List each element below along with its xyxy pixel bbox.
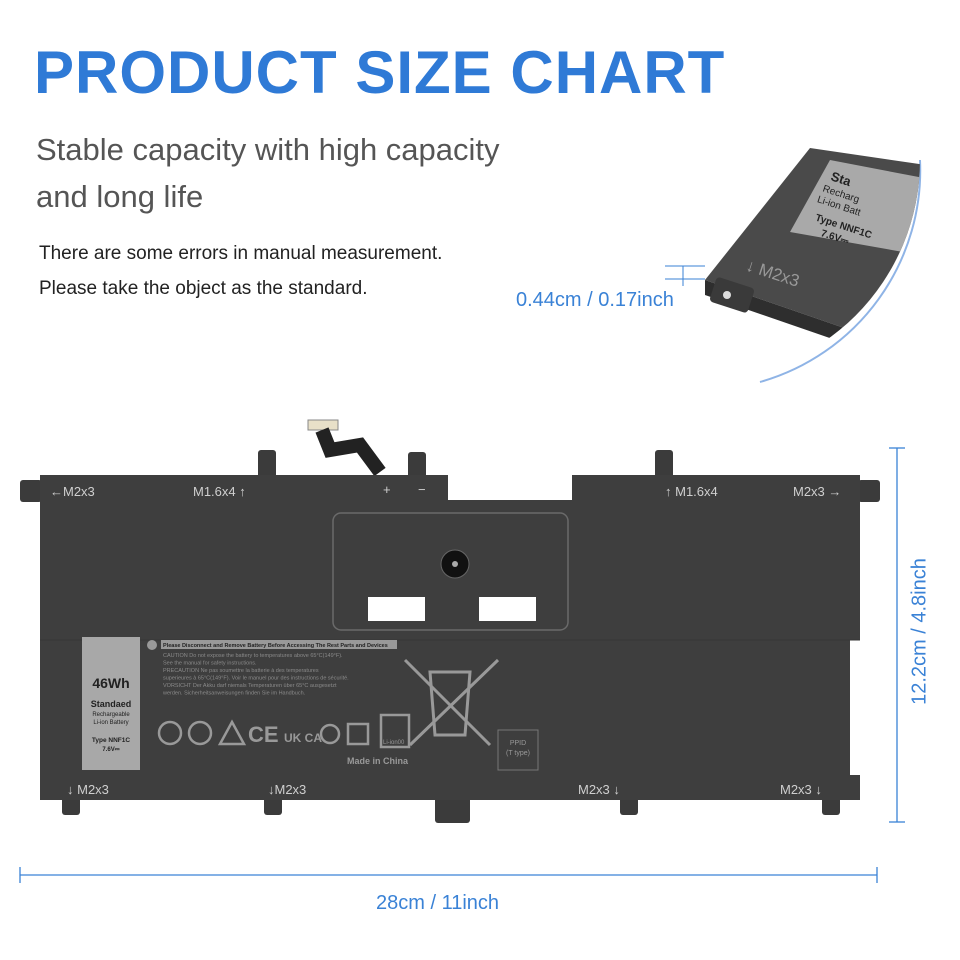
warning-line: See the manual for safety instructions. — [163, 661, 257, 667]
polarity-plus: + — [383, 482, 391, 497]
cable — [315, 427, 386, 477]
page-title: PRODUCT SIZE CHART — [34, 39, 726, 106]
center-panel — [332, 512, 569, 631]
polarity-minus: − — [418, 482, 426, 497]
warning-line: CAUTION Do not expose the battery to tem… — [163, 653, 343, 659]
label-voltage: 7.6V⎓ — [102, 747, 119, 753]
screw-label: M2x3 ↓ — [780, 782, 822, 797]
label-line: Rechargeable — [92, 712, 130, 718]
connector — [307, 419, 339, 431]
label-capacity: 46Wh — [92, 675, 129, 691]
warning-line: PRECAUTION Ne pas soumettre la batterie … — [163, 668, 319, 674]
thickness-inset: Sta Recharg Li-ion Batt Type NNF1C 7.6V⎓… — [665, 148, 922, 383]
mount-tabs — [20, 450, 880, 823]
weee-icon — [403, 658, 500, 747]
warning-header: Please Disconnect and Remove Battery Bef… — [163, 643, 388, 649]
subtitle-line: Stable capacity with high capacity — [36, 132, 500, 167]
liion-mark: Li-ion00 — [383, 740, 405, 746]
origin-text: Made in China — [347, 756, 409, 766]
screw-label: ←M2x3 — [50, 484, 95, 499]
inset-label-name: Sta — [829, 169, 854, 190]
warning-icon — [147, 640, 157, 650]
ppid-label: PPID — [510, 740, 526, 747]
cert-icons — [157, 713, 411, 749]
screw-labels: ←M2x3 M1.6x4 ↑ ↑ M1.6x4 M2x3 → ↓ M2x3 ↓M… — [50, 482, 841, 797]
warning-line: VORSICHT Der Akku darf niemals Temperatu… — [163, 683, 337, 689]
note-line: There are some errors in manual measurem… — [39, 243, 443, 264]
label-name: Standaed — [91, 699, 132, 709]
spec-label — [82, 637, 140, 770]
screw-label: M1.6x4 ↑ — [193, 484, 246, 499]
label-type: Type NNF1C — [92, 737, 130, 744]
height-dimension: 12.2cm / 4.8inch — [908, 558, 931, 705]
screw-label: ↑ M1.6x4 — [665, 484, 718, 499]
ce-mark: CE — [248, 722, 279, 747]
dimension-lines — [19, 447, 905, 883]
note-line: Please take the object as the standard. — [39, 278, 368, 299]
warning-line: superieures à 65°C(149°F). Voir le manue… — [163, 676, 349, 682]
ppid-sub: (T type) — [506, 750, 530, 757]
screw-label: M2x3 → — [793, 484, 841, 499]
screw-label: M2x3 ↓ — [578, 782, 620, 797]
thickness-dimension: 0.44cm / 0.17inch — [516, 289, 674, 311]
screw-label: ↓M2x3 — [268, 782, 306, 797]
screw-label: ↓ M2x3 — [67, 782, 109, 797]
warning-line: werden. Sicherheitsanweisungen finden Si… — [162, 691, 306, 697]
width-dimension: 28cm / 11inch — [376, 892, 500, 914]
label-line: Li-ion Battery — [93, 720, 128, 726]
subtitle-line: and long life — [36, 179, 204, 214]
ukca-mark: UK CA — [284, 731, 322, 745]
battery-body — [40, 475, 860, 800]
